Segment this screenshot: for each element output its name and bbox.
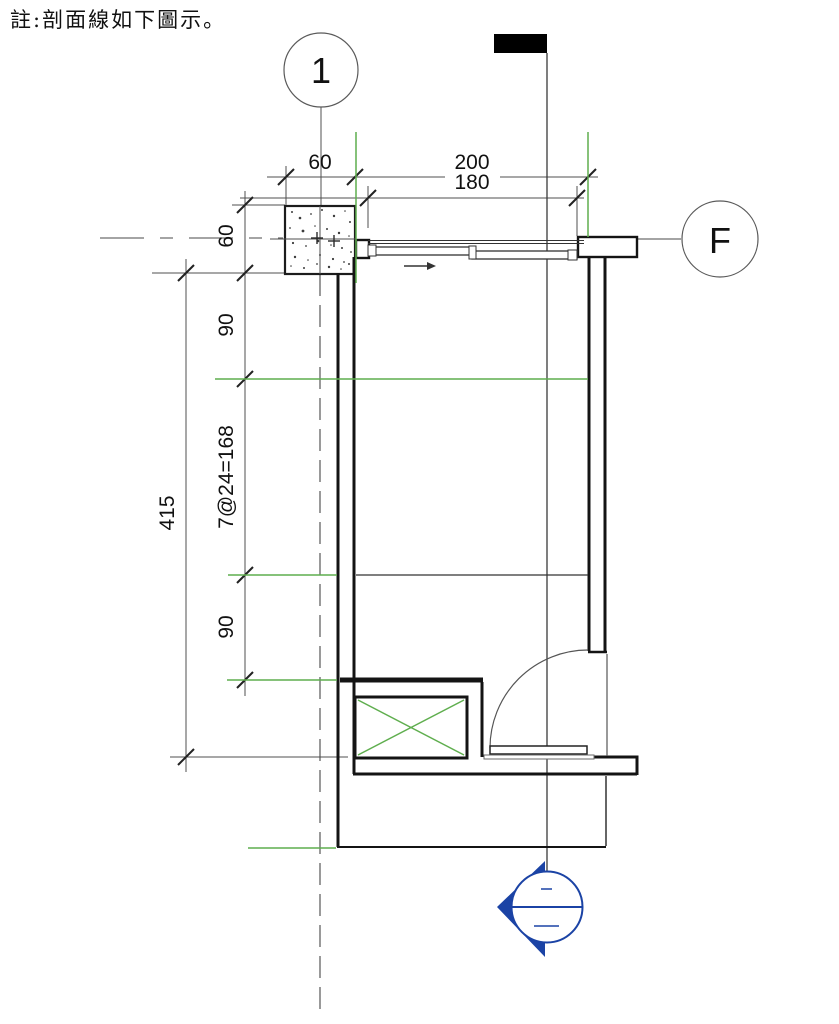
walls <box>336 235 639 848</box>
door-panel-end-cap <box>367 244 377 257</box>
door-panel-right <box>471 250 578 260</box>
tick <box>177 748 195 766</box>
dimension-lines <box>152 166 598 772</box>
shaft-x-diagonal <box>357 699 465 756</box>
reference-planes <box>215 132 589 849</box>
dim-text-mask <box>445 170 500 191</box>
section-flag-icon <box>494 34 547 53</box>
grid-bubble-1-label: 1 <box>311 50 331 91</box>
column-anchor-marks <box>311 232 340 247</box>
grid-bubble-f-circle <box>681 200 759 278</box>
tick <box>359 189 377 207</box>
dim-top-200: 200 <box>454 151 489 174</box>
grid-bubble-f: F <box>681 200 759 278</box>
wall-top-right-flange <box>576 235 639 259</box>
swing-door <box>483 649 608 760</box>
door-panel-meeting-stile <box>468 245 477 260</box>
wall-bottom-right-step <box>589 755 639 775</box>
tick <box>236 264 254 282</box>
sliding-door <box>367 240 584 270</box>
door-jamb-left <box>354 238 371 260</box>
section-head-marker <box>497 861 584 957</box>
dimension-ticks <box>177 168 597 766</box>
dim-left-90-upper: 90 <box>215 313 238 336</box>
tick <box>346 168 364 186</box>
dim-left-415: 415 <box>156 495 179 530</box>
door-panel-left <box>368 246 471 256</box>
door-leaf <box>489 745 588 755</box>
column-stipple <box>289 209 352 270</box>
tick <box>568 189 586 207</box>
door-panel-end-cap <box>567 249 578 261</box>
section-cut <box>494 34 548 872</box>
tick <box>236 196 254 214</box>
dim-left-60: 60 <box>215 224 238 247</box>
note-text: 註:剖面線如下圖示。 <box>10 8 226 32</box>
grid-bubble-1-circle <box>283 32 359 108</box>
grid-lines <box>100 107 681 1016</box>
grid-bubble-f-label: F <box>709 220 731 261</box>
tick <box>277 168 295 186</box>
concrete-column <box>270 204 357 276</box>
tick <box>177 264 195 282</box>
dim-top-180: 180 <box>454 171 489 194</box>
door-swing-arc <box>489 649 589 749</box>
dim-left-90-lower: 90 <box>215 615 238 638</box>
slide-direction-arrow-icon <box>427 262 436 270</box>
grid-bubble-1: 1 <box>283 32 359 108</box>
door-sill <box>483 754 595 760</box>
dim-top-60: 60 <box>308 151 331 174</box>
dim-left-7at24: 7@24=168 <box>215 425 238 529</box>
